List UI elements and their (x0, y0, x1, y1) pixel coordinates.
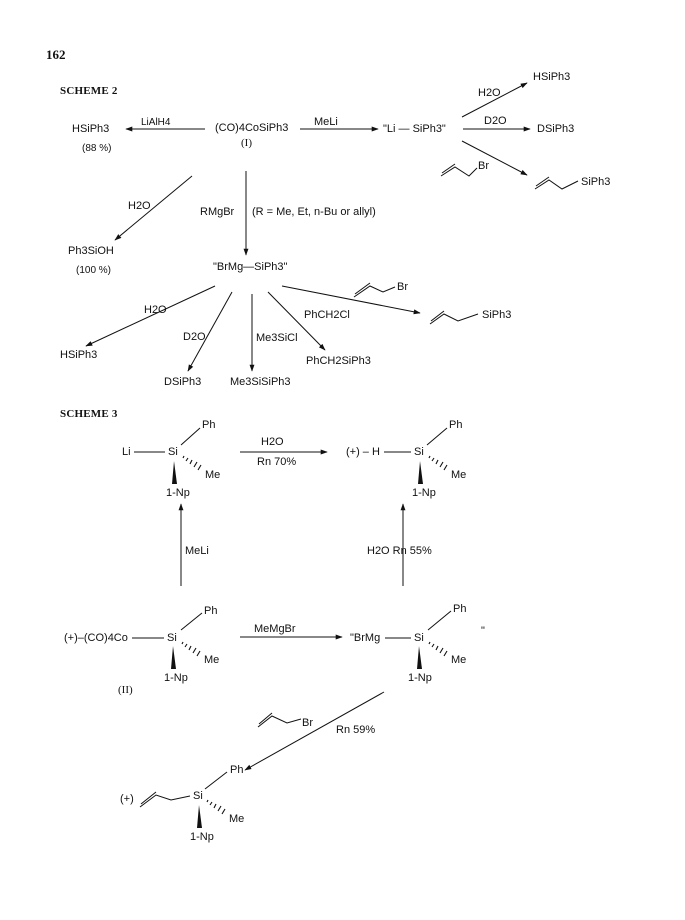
arrow-d2o-bottom (187, 291, 233, 372)
group-cobalt-carbonyl: (+)–(CO)4Co (64, 632, 128, 644)
reagent-lialh4: LiAlH4 (141, 117, 171, 128)
reagent-d2o-top: D2O (484, 115, 507, 127)
reagent-me3sicl: Me3SiCl (256, 332, 298, 344)
bond-si-ph-4 (427, 610, 452, 631)
wedge-np-4 (417, 646, 422, 669)
group-np-4: 1-Np (408, 672, 432, 684)
product-dsiph3-bottom: DSiPh3 (164, 376, 202, 388)
group-brmg: "BrMg (350, 632, 381, 644)
product-hsiph3-top: HSiPh3 (533, 71, 571, 83)
allyl-silane-mid-skeleton (429, 313, 479, 325)
plus-h-label: (+) – H (346, 446, 380, 458)
reagent-d2o-bottom: D2O (183, 331, 206, 343)
bond-si-ph-1 (180, 427, 201, 446)
page-number: 162 (46, 47, 66, 62)
atom-si-5: Si (193, 790, 203, 802)
wedge-np-2 (418, 461, 423, 484)
product-allylsilane-top: SiPh3 (581, 176, 611, 188)
reagent-memgbr: MeMgBr (254, 623, 296, 635)
plus-sign-label: (+) (120, 793, 134, 805)
group-np-5: 1-Np (190, 831, 214, 843)
yield-100: (100 %) (76, 265, 112, 276)
group-me-1: Me (205, 469, 221, 481)
group-np-3: 1-Np (164, 672, 188, 684)
atom-si-2: Si (414, 446, 424, 458)
reagent-h2o-bottom: H2O (144, 304, 167, 316)
arrow-h2o-top (461, 82, 528, 118)
arrow-phch2cl (267, 291, 326, 351)
closing-quote: " (481, 625, 485, 637)
group-me-5: Me (229, 813, 245, 825)
arrow-h2o-bottom (85, 285, 216, 347)
reagent-phch2cl: PhCH2Cl (304, 309, 350, 321)
hashed-bonds (181, 455, 448, 815)
bond-si-ph-3 (180, 612, 203, 631)
allyl-silane-top-skeleton (534, 179, 579, 190)
group-ph-3: Ph (204, 605, 218, 617)
wedge-np-5 (197, 805, 202, 828)
allyl-chain-final (139, 794, 191, 808)
atom-si-1: Si (168, 446, 178, 458)
atom-si-4: Si (414, 632, 424, 644)
arrow-allyl-rn59 (244, 691, 385, 771)
group-me-3: Me (204, 654, 220, 666)
product-hsiph3-bottom: HSiPh3 (60, 349, 98, 361)
atom-li: Li (122, 446, 131, 458)
wedge-np-1 (172, 461, 177, 484)
group-ph-2: Ph (449, 419, 463, 431)
product-hsiph3-left: HSiPh3 (72, 123, 110, 135)
compound-cosiph3: (CO)4CoSiPh3 (215, 122, 289, 134)
compound-label-i: (I) (241, 137, 252, 149)
allyl-bromide-s3-skeleton (257, 715, 302, 728)
yield-88: (88 %) (82, 143, 112, 154)
product-ph3sioh: Ph3SiOH (68, 245, 114, 257)
atom-si-3: Si (167, 632, 177, 644)
product-me3sisiph3: Me3SiSiPh3 (230, 376, 291, 388)
yield-rn59: Rn 59% (336, 724, 376, 736)
reagent-allyl-bromide-top: Br (478, 160, 489, 172)
reagent-allyl-bromide-s3: Br (302, 717, 313, 729)
arrow-allyl-top (461, 140, 528, 176)
group-me-4: Me (451, 654, 467, 666)
group-np-1: 1-Np (166, 487, 190, 499)
group-ph-4: Ph (453, 603, 467, 615)
scheme-2-title: SCHEME 2 (60, 85, 118, 97)
reagent-h2o-rn55: H2O Rn 55% (367, 545, 432, 557)
allyl-bromide-mid-skeleton (353, 285, 396, 298)
reagent-h2o-left: H2O (128, 200, 151, 212)
group-me-2: Me (451, 469, 467, 481)
product-dsiph3-top: DSiPh3 (537, 123, 575, 135)
reagent-rmgbr: RMgBr (200, 206, 235, 218)
reagent-h2o-s3: H2O (261, 436, 284, 448)
group-np-2: 1-Np (412, 487, 436, 499)
arrow-allyl-mid (281, 285, 421, 315)
allyl-bromide-top-skeleton (440, 166, 478, 177)
product-phch2siph3: PhCH2SiPh3 (306, 355, 371, 367)
compound-brmgsiph3: "BrMg—SiPh3" (213, 261, 288, 273)
reagent-allyl-bromide-mid: Br (397, 281, 408, 293)
bond-si-ph-2 (426, 427, 448, 446)
group-ph-1: Ph (202, 419, 216, 431)
product-allylsilane-mid: SiPh3 (482, 309, 512, 321)
scheme-3-title: SCHEME 3 (60, 408, 118, 420)
reagent-h2o-top: H2O (478, 87, 501, 99)
bond-si-ph-5 (204, 771, 228, 790)
reagent-r-definition: (R = Me, Et, n-Bu or allyl) (252, 206, 376, 218)
compound-lisiph3: "Li — SiPh3" (383, 123, 446, 135)
wedge-np-3 (171, 646, 176, 669)
reagent-meli-s2: MeLi (314, 116, 338, 128)
group-ph-5: Ph (230, 764, 244, 776)
reagent-meli-s3: MeLi (185, 545, 209, 557)
compound-label-ii: (II) (118, 684, 133, 696)
arrow-h2o-left (114, 175, 193, 241)
yield-rn70: Rn 70% (257, 456, 297, 468)
